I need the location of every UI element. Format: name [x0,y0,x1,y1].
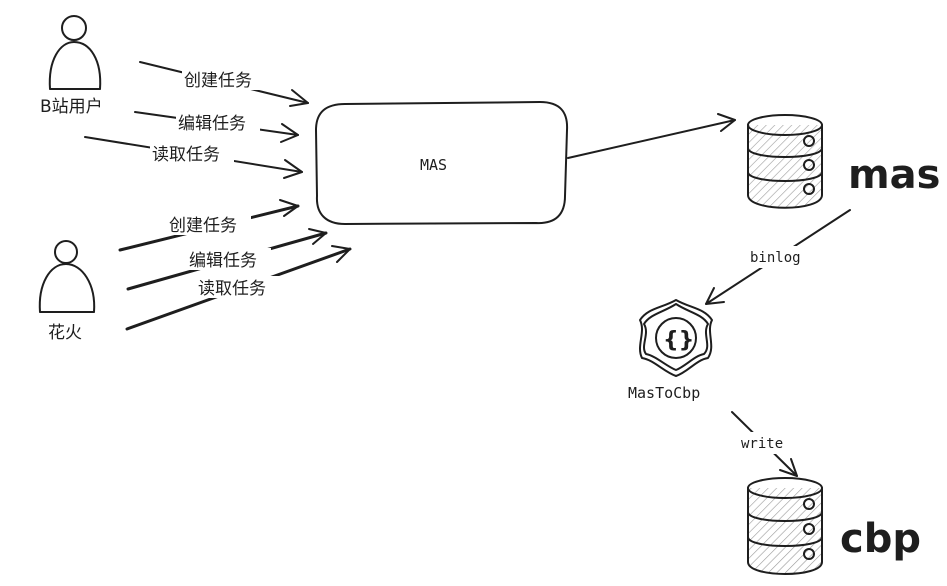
mas-service-label: MAS [420,156,447,174]
edge-label-edit-1: 编辑任务 [178,114,246,134]
edge-label-write: write [741,436,783,452]
db-label-cbp: cbp [840,516,921,562]
user-icon [38,240,96,313]
user-icon [48,15,102,90]
edge-label-create-2: 创建任务 [169,216,237,236]
edge-label-bg [150,68,280,298]
sync-icon-glyph: {} [663,328,694,353]
braces-icon [639,299,713,377]
edge-label-read-2: 读取任务 [198,279,266,299]
edge-label-binlog: binlog [750,250,801,266]
db-label-mas: mas [848,152,940,198]
edge-label-bg [738,432,790,454]
actor-label-bilibili-user: B站用户 [40,97,103,117]
sync-label: MasToCbp [628,384,700,402]
actor-label-huohuo: 花火 [48,323,82,343]
mas-service-box [315,101,569,225]
database-icon [747,114,823,209]
edge-label-edit-2: 编辑任务 [189,251,257,271]
edge-label-read-1: 读取任务 [152,145,220,165]
edge-label-bg [746,246,806,268]
edge-label-create-1: 创建任务 [184,71,252,91]
database-icon [747,477,823,575]
edge-arrow [567,113,736,159]
